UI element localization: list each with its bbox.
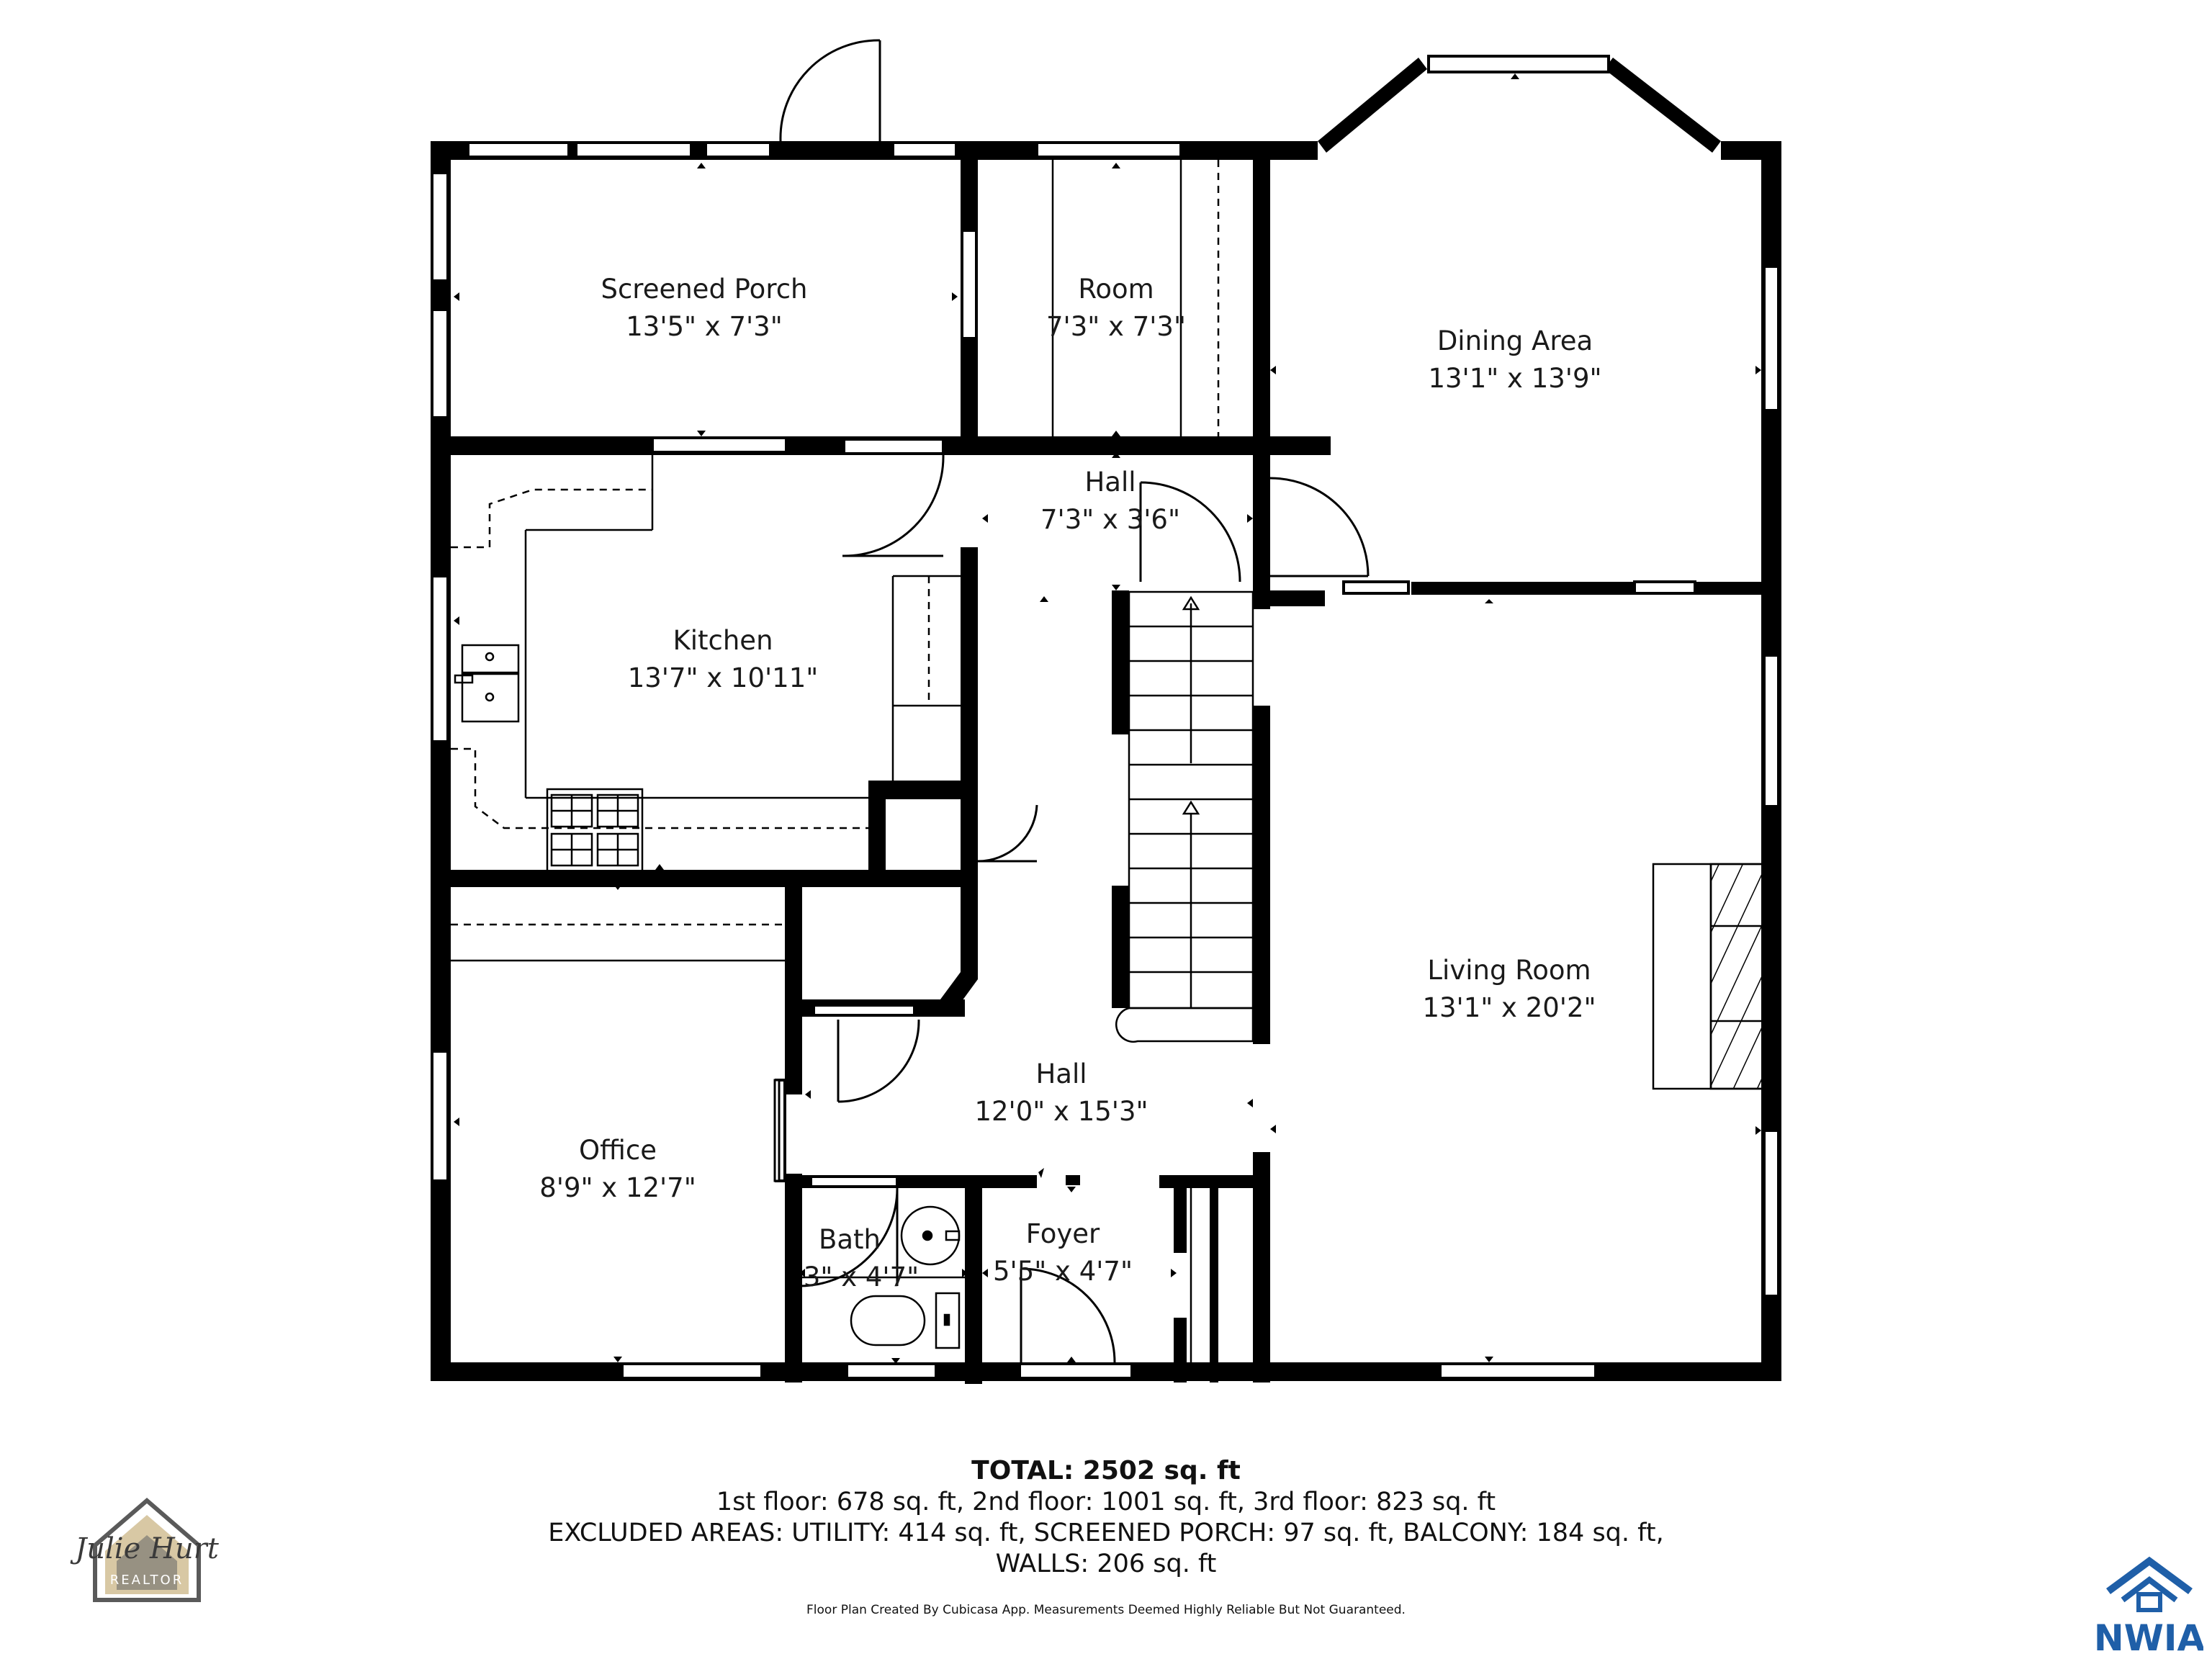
window-icon xyxy=(891,141,958,158)
window-icon xyxy=(1035,141,1182,158)
door-swing-icon xyxy=(799,1187,899,1287)
floor-areas: 1st floor: 678 sq. ft, 2nd floor: 1001 s… xyxy=(716,1488,1496,1516)
door-swing-icon xyxy=(837,1019,920,1103)
window-icon xyxy=(1633,580,1696,595)
window-icon xyxy=(842,438,945,455)
room-name-screened-porch: Screened Porch xyxy=(601,274,807,305)
agent-logo-title: REALTOR xyxy=(110,1573,184,1588)
room-name-kitchen: Kitchen xyxy=(673,625,773,656)
window-icon xyxy=(1427,55,1610,73)
room-name-dining-area: Dining Area xyxy=(1437,325,1593,356)
sink-icon xyxy=(454,644,520,723)
room-dims-room: 7'3" x 7'3" xyxy=(1046,311,1186,342)
disclaimer: Floor Plan Created By Cubicasa App. Meas… xyxy=(806,1603,1406,1617)
room-name-office: Office xyxy=(579,1135,657,1166)
room-labels: Screened Porch 13'5" x 7'3" Room 7'3" x … xyxy=(539,274,1601,1292)
room-dims-living-room: 13'1" x 20'2" xyxy=(1422,992,1596,1023)
excluded-areas: EXCLUDED AREAS: UTILITY: 414 sq. ft, SCR… xyxy=(548,1519,1664,1547)
window-icon xyxy=(1763,654,1780,808)
room-name-foyer: Foyer xyxy=(1026,1218,1100,1249)
room-name-hall-upper: Hall xyxy=(1084,467,1136,498)
window-icon xyxy=(431,171,449,282)
door-swing-icon xyxy=(1020,1267,1116,1363)
room-dims-bath: 3" x 4'7" xyxy=(804,1262,919,1292)
room-name-hall-lower: Hall xyxy=(1035,1058,1087,1089)
door-swing-icon xyxy=(1140,481,1241,583)
windows xyxy=(431,55,1780,1380)
agent-logo-name: Julie Hurt xyxy=(70,1532,220,1565)
total-area: TOTAL: 2502 sq. ft xyxy=(971,1456,1241,1485)
window-icon xyxy=(845,1362,938,1380)
window-icon xyxy=(431,575,449,743)
window-icon xyxy=(651,436,788,454)
window-icon xyxy=(809,1175,899,1188)
room-name-room: Room xyxy=(1078,274,1154,305)
window-icon xyxy=(467,141,570,158)
window-icon xyxy=(812,1004,916,1017)
room-dims-kitchen: 13'7" x 10'11" xyxy=(628,662,819,693)
room-dims-foyer: 5'5" x 4'7" xyxy=(993,1256,1133,1287)
walls-area: WALLS: 206 sq. ft xyxy=(995,1550,1217,1578)
kitchen-counter xyxy=(451,747,868,830)
stove-icon xyxy=(546,788,644,874)
door-swing-icon xyxy=(779,39,881,142)
window-icon xyxy=(1018,1362,1133,1380)
window-icon xyxy=(431,1050,449,1182)
fixtures xyxy=(451,160,1766,1362)
room-name-bath: Bath xyxy=(819,1224,881,1255)
toilet-icon xyxy=(850,1292,961,1349)
window-icon xyxy=(575,141,693,158)
agent-logo: Julie Hurt REALTOR xyxy=(70,1498,220,1602)
sink-icon xyxy=(900,1205,961,1266)
door-swing-icon xyxy=(977,804,1038,863)
window-icon xyxy=(1763,1129,1780,1298)
measurement-markers xyxy=(454,73,1761,1364)
stairs-icon xyxy=(1115,590,1254,1043)
fireplace-icon xyxy=(1652,863,1766,1090)
room-dims-dining-area: 13'1" x 13'9" xyxy=(1428,363,1601,394)
window-icon xyxy=(1763,265,1780,412)
door-swing-icon xyxy=(842,454,945,557)
brand-logo-text: NWIA xyxy=(2095,1617,2203,1656)
window-icon xyxy=(704,141,772,158)
room-dims-hall-lower: 12'0" x 15'3" xyxy=(974,1096,1148,1127)
window-icon xyxy=(621,1362,763,1380)
room-dims-office: 8'9" x 12'7" xyxy=(539,1172,696,1203)
door-swing-icon xyxy=(1269,477,1370,577)
doors xyxy=(773,39,1370,1363)
room-dims-screened-porch: 13'5" x 7'3" xyxy=(626,311,783,342)
room-name-living-room: Living Room xyxy=(1427,955,1591,986)
room-dims-hall-upper: 7'3" x 3'6" xyxy=(1040,504,1180,535)
window-icon xyxy=(1342,580,1410,595)
window-icon xyxy=(431,308,449,419)
window-icon xyxy=(1439,1362,1597,1380)
window-icon xyxy=(961,229,978,340)
brand-logo: NWIA xyxy=(2095,1556,2203,1656)
